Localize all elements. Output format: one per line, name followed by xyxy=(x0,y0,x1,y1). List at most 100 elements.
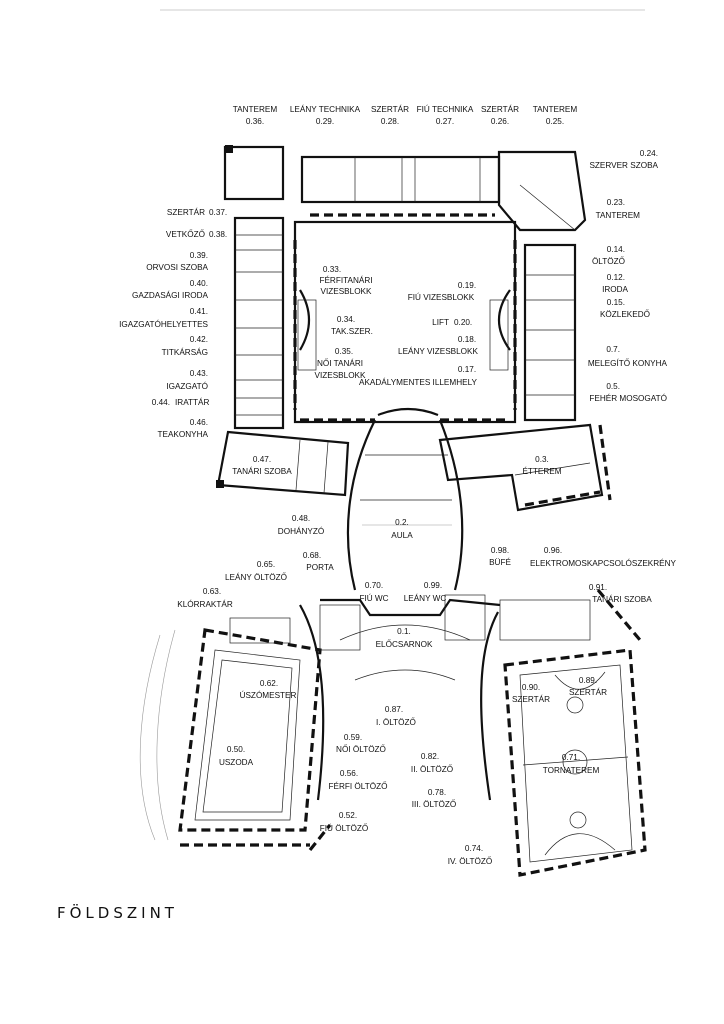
room-label-0-19: 0.19. FIÚ VIZESBLOKK xyxy=(408,281,476,302)
svg-text:0.5.: 0.5. xyxy=(606,382,620,391)
svg-text:LEÁNY VIZESBLOKK: LEÁNY VIZESBLOKK xyxy=(398,346,478,356)
svg-text:FIÚ TECHNIKA: FIÚ TECHNIKA xyxy=(417,104,474,114)
room-label-0-89: 0.89.SZERTÁR xyxy=(569,676,607,697)
svg-text:AKADÁLYMENTES ILLEMHELY: AKADÁLYMENTES ILLEMHELY xyxy=(359,377,478,387)
svg-text:0.98.: 0.98. xyxy=(491,546,509,555)
svg-text:0.89.: 0.89. xyxy=(579,676,597,685)
svg-text:0.36.: 0.36. xyxy=(246,117,264,126)
room-label-0-17: 0.17. AKADÁLYMENTES ILLEMHELY xyxy=(359,365,478,387)
svg-text:IGAZGATÓ: IGAZGATÓ xyxy=(166,381,208,391)
room-label-0-82: 0.82.II. ÖLTÖZŐ xyxy=(411,752,453,774)
room-label-0-24: 0.24.SZERVER SZOBA xyxy=(589,149,658,170)
svg-text:0.44.: 0.44. xyxy=(152,398,170,407)
room-label-0-52: 0.52. FIÚ ÖLTÖZŐ xyxy=(320,811,369,833)
svg-text:0.35.: 0.35. xyxy=(335,347,353,356)
svg-text:TORNATEREM: TORNATEREM xyxy=(543,766,600,775)
room-label-0-18: 0.18. LEÁNY VIZESBLOKK xyxy=(398,335,478,356)
room-label-0-14: 0.14.ÖLTÖZŐ xyxy=(592,245,625,266)
svg-text:0.65.: 0.65. xyxy=(257,560,275,569)
svg-text:FIÚ ÖLTÖZŐ: FIÚ ÖLTÖZŐ xyxy=(320,823,369,833)
svg-text:0.33.: 0.33. xyxy=(323,265,341,274)
building-drawing xyxy=(139,145,647,877)
svg-text:IGAZGATÓHELYETTES: IGAZGATÓHELYETTES xyxy=(119,319,208,329)
svg-text:TANTEREM: TANTEREM xyxy=(533,105,578,114)
svg-text:ÉTTEREM: ÉTTEREM xyxy=(522,466,561,476)
svg-text:SZERTÁR: SZERTÁR xyxy=(371,104,409,114)
svg-text:0.42.: 0.42. xyxy=(190,335,208,344)
svg-text:0.14.: 0.14. xyxy=(607,245,625,254)
room-label-0-59: 0.59. NŐI ÖLTÖZŐ xyxy=(336,733,386,754)
room-label-0-12: 0.12.IRODA xyxy=(602,273,628,294)
svg-text:0.20.: 0.20. xyxy=(454,318,472,327)
svg-text:0.29.: 0.29. xyxy=(316,117,334,126)
svg-text:DOHÁNYZÓ: DOHÁNYZÓ xyxy=(278,526,324,536)
svg-text:0.59.: 0.59. xyxy=(344,733,362,742)
svg-text:FIÚ WC: FIÚ WC xyxy=(359,593,388,603)
svg-text:TANTEREM: TANTEREM xyxy=(596,211,641,220)
svg-text:0.91.: 0.91. xyxy=(589,583,607,592)
svg-text:LEÁNY ÖLTÖZŐ: LEÁNY ÖLTÖZŐ xyxy=(225,572,287,582)
svg-text:VIZESBLOKK: VIZESBLOKK xyxy=(315,371,367,380)
svg-text:VIZESBLOKK: VIZESBLOKK xyxy=(321,287,373,296)
svg-text:0.17.: 0.17. xyxy=(458,365,476,374)
svg-text:IRODA: IRODA xyxy=(602,285,628,294)
svg-text:0.28.: 0.28. xyxy=(381,117,399,126)
room-label-0-48: 0.48. DOHÁNYZÓ xyxy=(278,514,324,536)
room-label-0-96: 0.96. ELEKTROMOSKAPCSOLÓSZEKRÉNY xyxy=(530,546,677,568)
svg-text:0.50.: 0.50. xyxy=(227,745,245,754)
svg-text:TANÁRI SZOBA: TANÁRI SZOBA xyxy=(232,466,292,476)
svg-text:0.46.: 0.46. xyxy=(190,418,208,427)
room-label-0-40: 0.40.GAZDASÁGI IRODA xyxy=(132,279,209,300)
svg-text:0.52.: 0.52. xyxy=(339,811,357,820)
room-label-0-74: 0.74.IV. ÖLTÖZŐ xyxy=(448,844,493,866)
svg-text:GAZDASÁGI IRODA: GAZDASÁGI IRODA xyxy=(132,290,209,300)
room-label-0-70: 0.70. FIÚ WC xyxy=(359,581,388,603)
room-label-0-7: 0.7.MELEGÍTŐ KONYHA xyxy=(588,345,668,368)
room-label-0-39: 0.39.ORVOSI SZOBA xyxy=(146,251,208,272)
svg-text:0.19.: 0.19. xyxy=(458,281,476,290)
svg-text:0.2.: 0.2. xyxy=(395,518,409,527)
svg-text:NŐI ÖLTÖZŐ: NŐI ÖLTÖZŐ xyxy=(336,744,386,754)
svg-text:IV. ÖLTÖZŐ: IV. ÖLTÖZŐ xyxy=(448,856,493,866)
svg-text:0.41.: 0.41. xyxy=(190,307,208,316)
svg-text:TANÁRI SZOBA: TANÁRI SZOBA xyxy=(592,594,652,604)
svg-text:TANTEREM: TANTEREM xyxy=(233,105,278,114)
svg-text:0.62.: 0.62. xyxy=(260,679,278,688)
room-label-0-23: 0.23.TANTEREM xyxy=(596,198,641,220)
svg-text:0.48.: 0.48. xyxy=(292,514,310,523)
room-label-0-91: 0.91. TANÁRI SZOBA xyxy=(589,583,652,604)
room-label-0-50: 0.50.USZODA xyxy=(219,745,254,767)
svg-text:III. ÖLTÖZŐ: III. ÖLTÖZŐ xyxy=(412,799,456,809)
room-label-0-68: 0.68.PORTA xyxy=(303,551,334,572)
room-label-0-34: 0.34.TAK.SZER. xyxy=(331,315,373,336)
room-label-0-56: 0.56.FÉRFI ÖLTÖZŐ xyxy=(329,769,388,791)
svg-text:ELEKTROMOSKAPCSOLÓSZEKRÉNY: ELEKTROMOSKAPCSOLÓSZEKRÉNY xyxy=(530,558,677,568)
svg-text:BÜFÉ: BÜFÉ xyxy=(489,557,511,567)
svg-text:TEAKONYHA: TEAKONYHA xyxy=(157,430,208,439)
room-label-0-87: 0.87.I. ÖLTÖZŐ xyxy=(376,705,416,727)
svg-text:0.27.: 0.27. xyxy=(436,117,454,126)
room-label-0-46: 0.46. TEAKONYHA xyxy=(157,418,208,439)
svg-text:0.18.: 0.18. xyxy=(458,335,476,344)
svg-text:0.47.: 0.47. xyxy=(253,455,271,464)
svg-text:0.96.: 0.96. xyxy=(544,546,562,555)
svg-text:PORTA: PORTA xyxy=(306,563,334,572)
svg-text:0.71.: 0.71. xyxy=(562,753,580,762)
svg-text:0.70.: 0.70. xyxy=(365,581,383,590)
svg-text:FIÚ VIZESBLOKK: FIÚ VIZESBLOKK xyxy=(408,292,475,302)
room-label-0-41: 0.41. IGAZGATÓHELYETTES xyxy=(119,307,208,329)
room-label-0-78: 0.78.III. ÖLTÖZŐ xyxy=(412,788,456,809)
room-label-0-43: 0.43.IGAZGATÓ xyxy=(166,369,208,391)
room-label-0-27: FIÚ TECHNIKA 0.27. xyxy=(417,104,474,126)
room-label-0-42: 0.42.TITKÁRSÁG xyxy=(162,335,208,357)
room-label-0-44: 0.44.IRATTÁR xyxy=(152,397,210,407)
svg-text:0.56.: 0.56. xyxy=(340,769,358,778)
svg-text:LIFT: LIFT xyxy=(432,318,449,327)
